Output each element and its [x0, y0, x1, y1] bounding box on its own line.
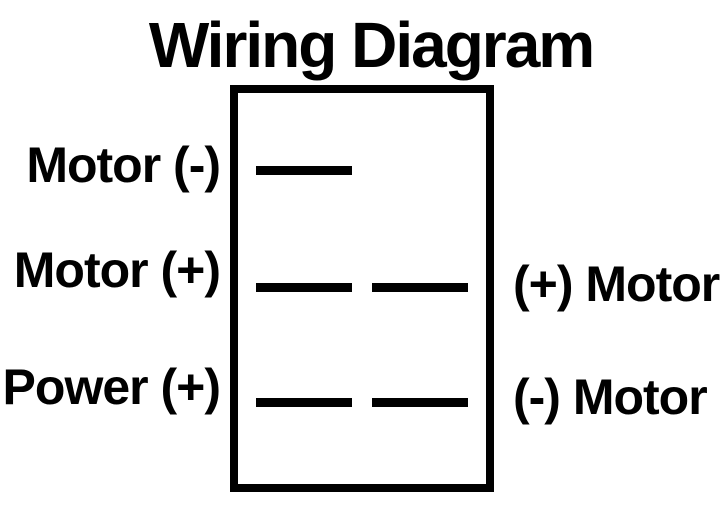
label-plus-motor: (+) Motor: [513, 256, 720, 312]
label-power-plus: Power (+): [2, 359, 221, 415]
terminal-pin-row3-right: [372, 398, 468, 407]
terminal-pin-row3-left: [256, 398, 352, 407]
label-minus-motor: (-) Motor: [513, 369, 708, 425]
terminal-pin-row1-left: [256, 166, 352, 175]
terminal-pin-row2-right: [372, 283, 468, 292]
diagram-title: Wiring Diagram: [148, 9, 595, 81]
terminal-pin-row2-left: [256, 283, 352, 292]
label-motor-plus: Motor (+): [13, 242, 221, 298]
label-motor-minus: Motor (-): [26, 137, 221, 193]
